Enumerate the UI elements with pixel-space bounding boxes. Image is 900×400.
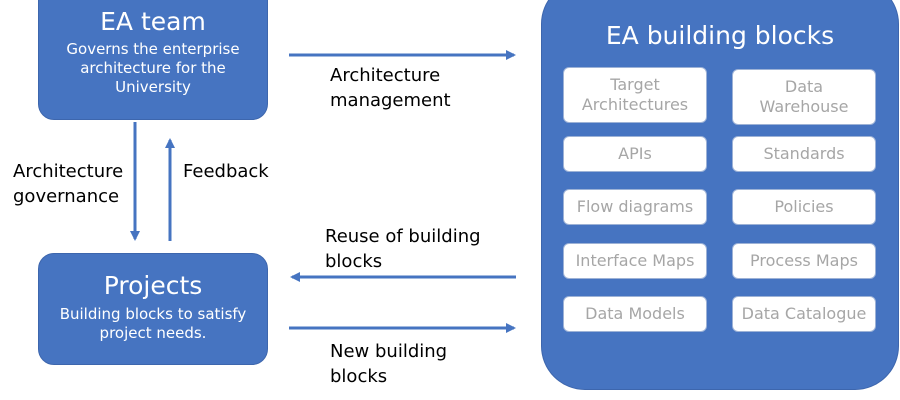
label-line: New building bbox=[330, 341, 448, 362]
label-reuse-of-building-blocks: Reuse of building blocks bbox=[325, 224, 481, 274]
block-label-line: Flow diagrams bbox=[576, 197, 694, 216]
label-line: Architecture bbox=[13, 161, 124, 182]
ea-team-description-line: Governs the enterprise bbox=[66, 40, 240, 58]
label-line: Reuse of building bbox=[325, 226, 481, 247]
label-line: blocks bbox=[325, 251, 383, 272]
projects-description-line: Building blocks to satisfy bbox=[59, 305, 247, 323]
label-line: blocks bbox=[330, 366, 388, 387]
block-flow-diagrams: Flow diagrams bbox=[563, 189, 707, 225]
block-apis: APIs bbox=[563, 136, 707, 172]
label-new-building-blocks: New building blocks bbox=[330, 339, 447, 389]
block-data-models: Data Models bbox=[563, 296, 707, 332]
block-label-line: Data bbox=[784, 77, 824, 96]
label-feedback: Feedback bbox=[183, 161, 269, 182]
block-process-maps: Process Maps bbox=[732, 243, 876, 279]
block-label-line: Policies bbox=[774, 197, 834, 216]
block-label-line: Standards bbox=[763, 144, 845, 163]
ea-building-blocks-container: EA building blocks Target Architectures … bbox=[541, 0, 899, 390]
label-architecture-governance: Architecture governance bbox=[13, 159, 123, 209]
projects-description: Building blocks to satisfy project needs… bbox=[47, 305, 259, 343]
projects-title: Projects bbox=[103, 271, 203, 300]
ea-team-box: EA team Governs the enterprise architect… bbox=[38, 0, 268, 120]
block-label-line: Interface Maps bbox=[575, 251, 695, 270]
block-data-catalogue: Data Catalogue bbox=[732, 296, 876, 332]
block-policies: Policies bbox=[732, 189, 876, 225]
ea-building-blocks-title: EA building blocks bbox=[605, 21, 835, 50]
ea-team-description-line: University bbox=[115, 78, 191, 96]
label-line: governance bbox=[13, 186, 120, 207]
label-architecture-management: Architecture management bbox=[330, 63, 451, 113]
block-label-line: Target bbox=[610, 75, 660, 94]
ea-team-description-line: architecture for the bbox=[80, 59, 226, 77]
block-label-line: Warehouse bbox=[759, 97, 849, 116]
block-target-architectures: Target Architectures bbox=[563, 67, 707, 123]
ea-team-description: Governs the enterprise architecture for … bbox=[49, 40, 257, 97]
block-label-line: Data Catalogue bbox=[741, 304, 867, 323]
block-label-line: Architectures bbox=[581, 95, 689, 114]
block-interface-maps: Interface Maps bbox=[563, 243, 707, 279]
label-line: Architecture bbox=[330, 65, 441, 86]
projects-box: Projects Building blocks to satisfy proj… bbox=[38, 253, 268, 365]
projects-description-line: project needs. bbox=[99, 324, 207, 342]
block-label-line: Process Maps bbox=[750, 251, 858, 270]
block-data-warehouse: Data Warehouse bbox=[732, 69, 876, 125]
label-line: management bbox=[330, 90, 451, 111]
block-label-line: APIs bbox=[618, 144, 652, 163]
ea-team-title: EA team bbox=[100, 7, 206, 36]
block-label-line: Data Models bbox=[585, 304, 685, 323]
block-standards: Standards bbox=[732, 136, 876, 172]
